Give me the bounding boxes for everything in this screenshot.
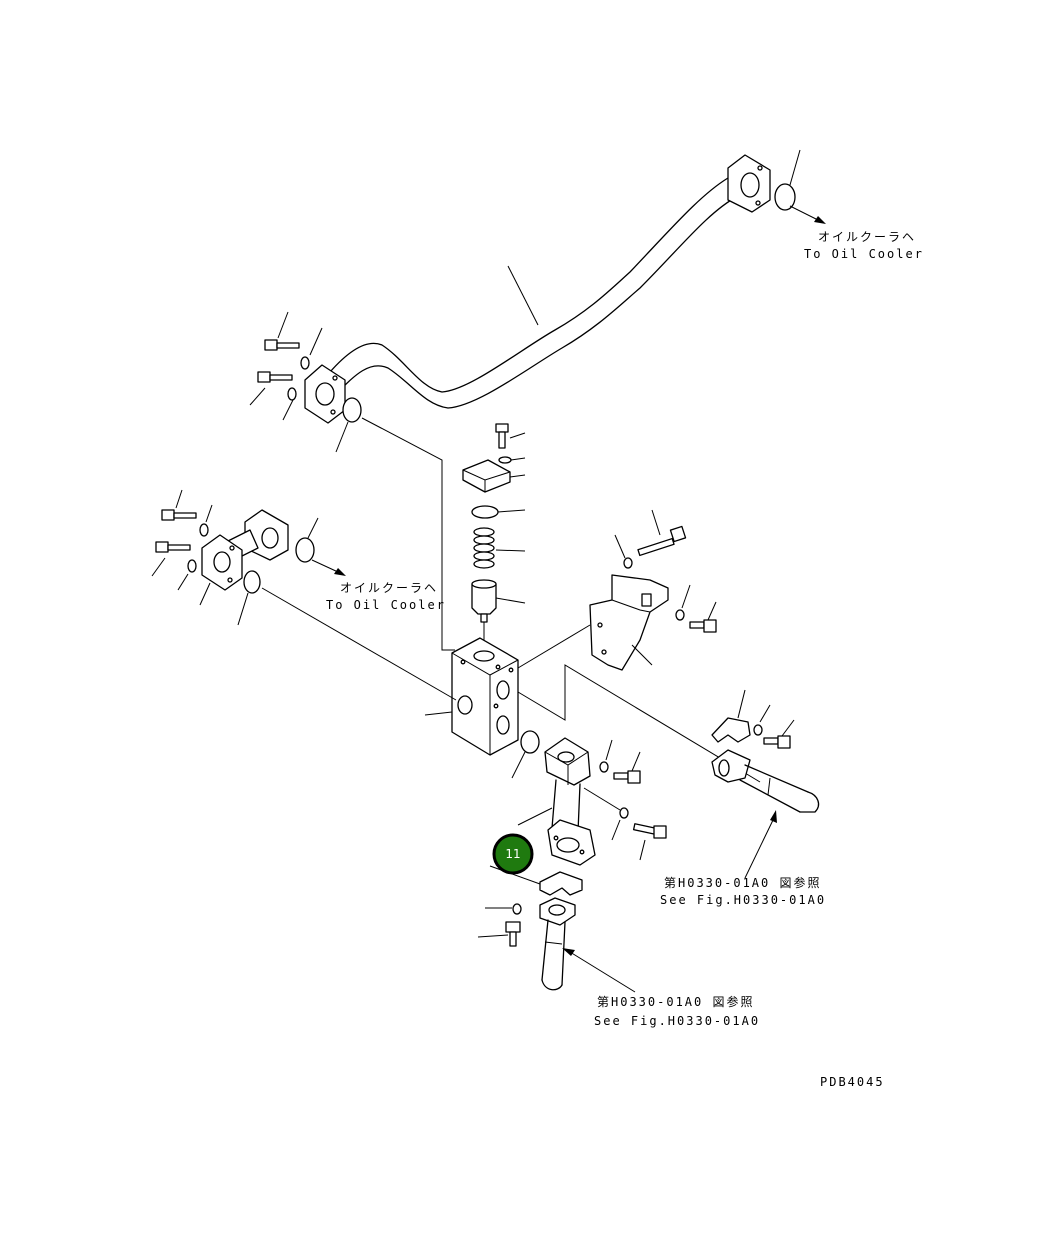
cap-bolt <box>495 423 509 449</box>
bolt-left-1 <box>161 509 197 521</box>
valve-spring <box>473 527 495 569</box>
bracket-washer-upper <box>623 557 633 569</box>
right-hose <box>711 749 820 813</box>
bolt-upper-2 <box>257 371 293 383</box>
valve-block <box>451 637 519 756</box>
left-upper-o-ring <box>295 537 315 563</box>
bracket-bolt-lower <box>689 619 717 633</box>
to-oil-cooler-en-left: To Oil Cooler <box>326 598 446 612</box>
elbow-washer-upper <box>599 761 609 773</box>
upper-left-flange <box>304 364 346 424</box>
to-oil-cooler-jp-top: オイルクーラヘ <box>818 230 916 244</box>
see-fig-en-bottom: See Fig.H0330-01A0 <box>594 1014 760 1028</box>
bottom-washer <box>512 903 522 915</box>
see-fig-jp-bottom: 第H0330-01A0 図参照 <box>597 994 754 1009</box>
elbow-o-ring <box>520 730 540 754</box>
washer-left-2 <box>187 559 197 573</box>
to-oil-cooler-en-top: To Oil Cooler <box>804 247 924 261</box>
washer-left-1 <box>199 523 209 537</box>
left-pipe <box>201 509 289 591</box>
see-fig-en-right: See Fig.H0330-01A0 <box>660 893 826 907</box>
upper-right-o-ring <box>774 183 796 211</box>
see-fig-jp-right: 第H0330-01A0 図参照 <box>664 875 821 890</box>
upper-right-flange <box>727 154 771 213</box>
arrow-see-fig-bottom <box>562 948 636 993</box>
hotspot-11[interactable]: 11 <box>492 833 534 875</box>
bolt-upper-1 <box>264 339 300 351</box>
elbow-washer-lower <box>619 807 629 819</box>
left-lower-o-ring <box>243 570 261 594</box>
valve-o-ring <box>471 505 499 519</box>
valve-poppet <box>471 579 497 623</box>
bracket-washer-lower <box>675 609 685 621</box>
bottom-bolt <box>505 921 521 947</box>
cap-washer <box>498 456 512 464</box>
upper-left-o-ring <box>342 397 362 423</box>
right-washer <box>753 724 763 736</box>
elbow-bolt-lower <box>632 823 667 839</box>
arrow-to-oil-cooler-left <box>311 559 346 576</box>
bracket <box>589 574 669 671</box>
upper-pipe <box>329 177 739 409</box>
right-bolt <box>763 735 791 749</box>
bolt-left-2 <box>155 541 191 553</box>
washer-upper-1 <box>300 356 310 370</box>
to-oil-cooler-jp-left: オイルクーラヘ <box>340 581 438 595</box>
elbow-pipe <box>544 737 596 866</box>
washer-upper-2 <box>287 387 297 401</box>
arrow-see-fig-right <box>744 810 777 879</box>
bracket-bolt-upper <box>637 525 687 557</box>
right-split-flange-upper <box>711 717 751 743</box>
bottom-split-flange <box>539 871 583 896</box>
bottom-hose <box>539 897 576 991</box>
elbow-bolt-upper <box>613 770 641 784</box>
drawing-code: PDB4045 <box>820 1075 885 1089</box>
hotspot-number: 11 <box>505 847 520 861</box>
valve-cover-plate <box>462 459 511 493</box>
arrow-to-oil-cooler-top <box>789 205 826 224</box>
